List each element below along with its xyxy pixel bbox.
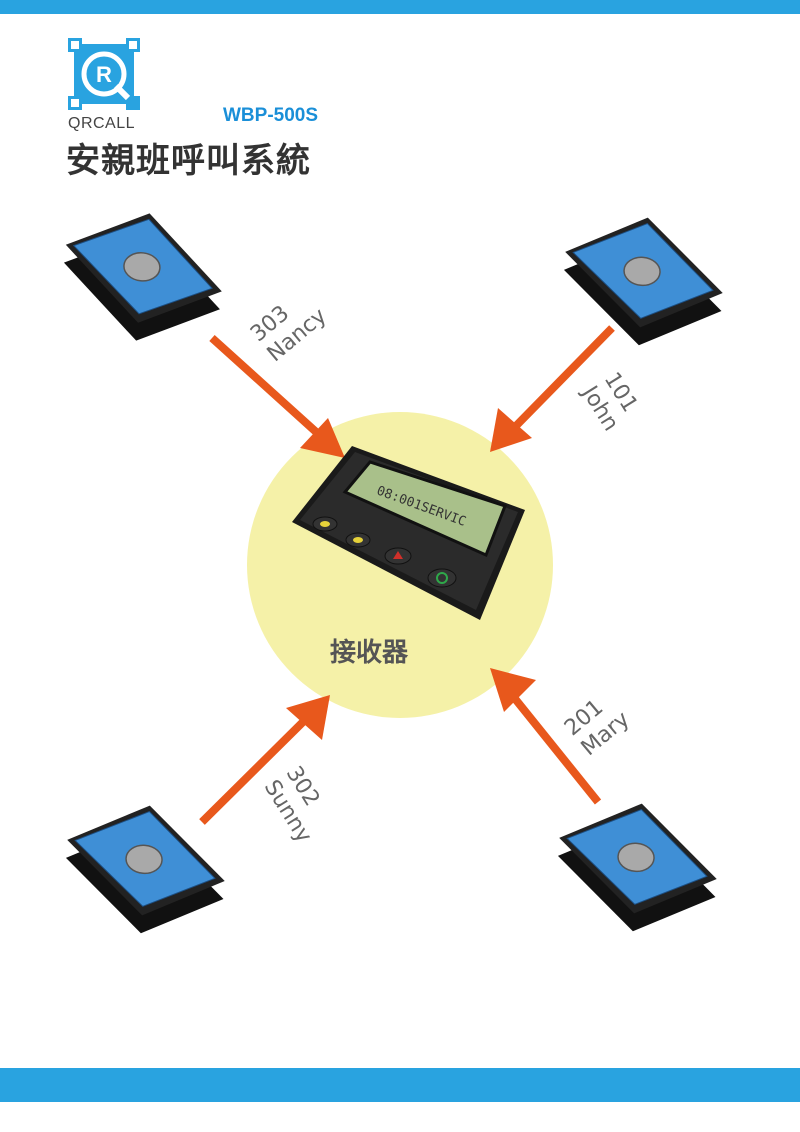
model-number: WBP-500S [223, 105, 319, 126]
arrow-303 [209, 335, 345, 458]
page-title: 安親班呼叫系統 [66, 141, 311, 181]
receiver-label: 接收器 [330, 638, 409, 668]
bottom-banner [0, 1068, 800, 1102]
qrcall-logo: R [68, 38, 140, 110]
transmitter-303 [55, 204, 230, 350]
receiver-pager: 08:001SERVIC [292, 446, 525, 620]
transmitter-101 [558, 211, 729, 352]
arrow-101 [490, 325, 615, 452]
top-banner [0, 0, 800, 14]
arrow-201 [490, 668, 602, 805]
svg-text:R: R [96, 62, 112, 87]
transmitter-201 [552, 797, 723, 938]
brand-name: QRCALL [68, 115, 136, 132]
arrow-302 [199, 695, 330, 825]
